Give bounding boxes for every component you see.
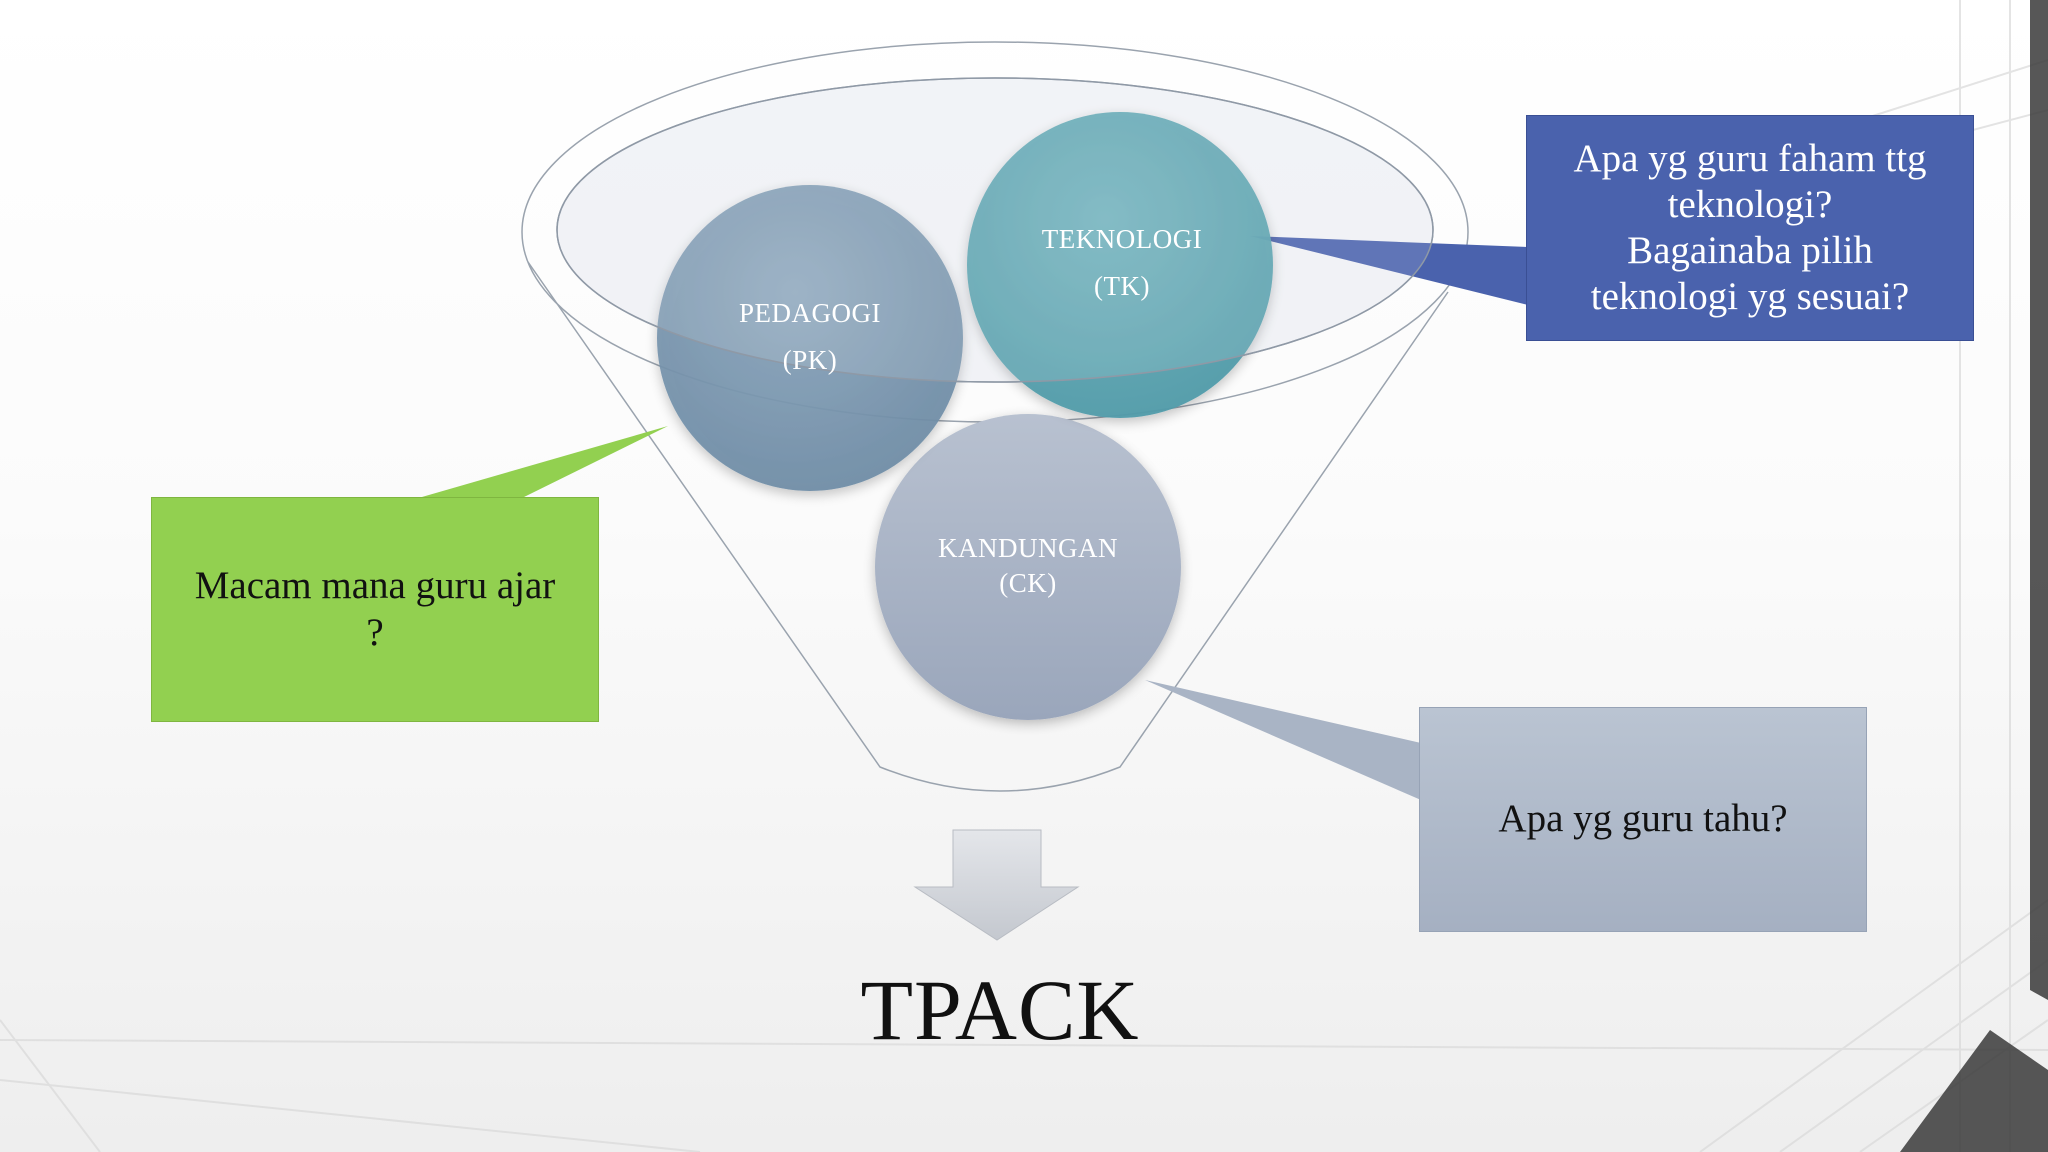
kandungan-abbr: (CK) bbox=[999, 568, 1057, 598]
pedagogi-abbr: (PK) bbox=[783, 345, 838, 375]
teknologi-abbr: (TK) bbox=[1094, 271, 1150, 301]
background-dark-frame bbox=[1900, 0, 2048, 1152]
funnel-rim-overlay bbox=[556, 77, 1434, 383]
circle-pedagogi bbox=[657, 185, 963, 491]
tpack-title: TPACK bbox=[860, 962, 1140, 1058]
callout-teknologi-line: Apa yg guru faham ttg bbox=[1573, 136, 1927, 180]
callout-pedagogi-line: ? bbox=[366, 610, 384, 654]
circle-teknologi bbox=[967, 112, 1273, 418]
pedagogi-label: PEDAGOGI bbox=[739, 298, 881, 328]
callout-teknologi: Apa yg guru faham ttg teknologi? Bagaina… bbox=[1526, 115, 1974, 341]
callout-pointer-teknologi bbox=[1250, 236, 1528, 305]
funnel-body bbox=[527, 261, 1449, 792]
callout-pedagogi-line: Macam mana guru ajar bbox=[194, 564, 556, 608]
callout-pointer-pedagogi bbox=[415, 426, 668, 499]
callout-pedagogi: Macam mana guru ajar ? bbox=[151, 497, 599, 722]
callout-teknologi-line: teknologi? bbox=[1667, 182, 1833, 226]
callout-pointer-kandungan bbox=[1145, 680, 1421, 800]
callout-teknologi-line: Bagainaba pilih bbox=[1627, 229, 1873, 272]
callout-teknologi-line: teknologi yg sesuai? bbox=[1590, 275, 1910, 319]
teknologi-label: TEKNOLOGI bbox=[1042, 224, 1202, 254]
kandungan-label: KANDUNGAN bbox=[938, 533, 1118, 563]
callout-kandungan-line: Apa yg guru tahu? bbox=[1498, 797, 1788, 841]
callout-kandungan: Apa yg guru tahu? bbox=[1419, 707, 1867, 932]
down-arrow bbox=[913, 829, 1080, 941]
circle-kandungan bbox=[875, 414, 1181, 720]
